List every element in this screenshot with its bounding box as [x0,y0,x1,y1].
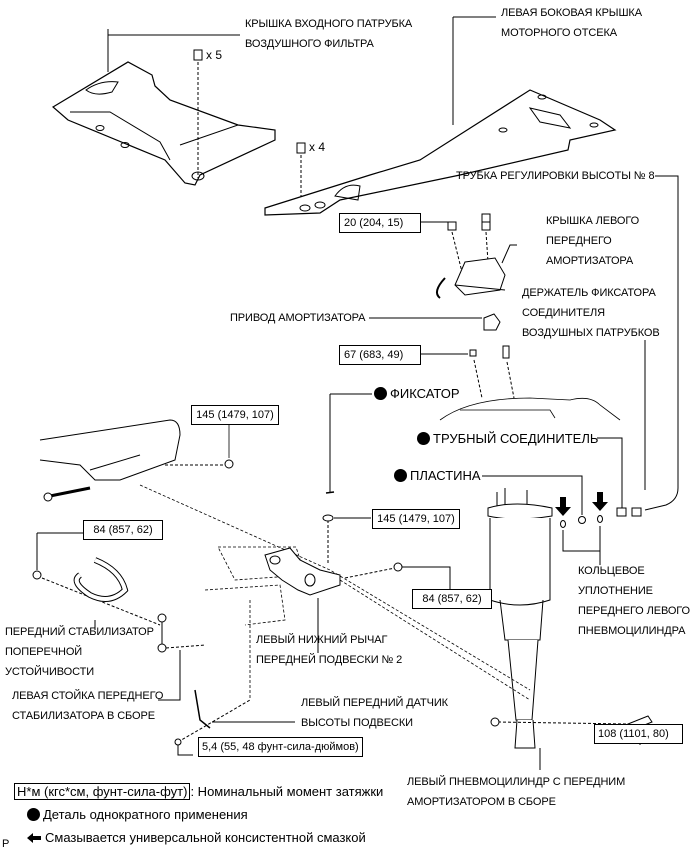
grease-arrow-icon [555,497,571,516]
non-reusable-dot-icon [417,432,430,445]
label-air-filter-inlet-cover: КРЫШКА ВХОДНОГО ПАТРУБКА ВОЗДУШНОГО ФИЛЬ… [245,18,413,50]
front-shock-cover-drawing [420,213,517,299]
shock-actuator-drawing [369,313,501,331]
legend-torque-unit: Н*м (кгс*см, фунт-сила-фут) [14,783,191,800]
label-air-cylinder-assembly: ЛЕВЫЙ ПНЕВМОЦИЛИНДР С ПЕРЕДНИМ АМОРТИЗАТ… [407,776,626,808]
legend-grease: Смазывается универсальной консистентной … [27,829,366,847]
non-reusable-dot-icon [394,469,407,482]
label-clip: ФИКСАТОР [374,385,460,403]
label-front-stabilizer-bar: ПЕРЕДНИЙ СТАБИЛИЗАТОР ПОПЕРЕЧНОЙ УСТОЙЧИ… [5,626,154,678]
torque-sensor-bolt: 5,4 (55, 48 фунт-сила-дюймов) [198,737,363,757]
air-cylinder-drawing [487,488,553,770]
grease-arrow-icon [592,492,608,511]
label-o-ring: КОЛЬЦЕВОЕ УПЛОТНЕНИЕ ПЕРЕДНЕГО ЛЕВОГО ПН… [578,565,690,637]
label-height-sensor: ЛЕВЫЙ ПЕРЕДНИЙ ДАТЧИК ВЫСОТЫ ПОДВЕСКИ [301,697,448,729]
torque-stabilizer-nut-left: 84 (857, 62) [83,520,163,540]
label-height-control-tube: ТРУБКА РЕГУЛИРОВКИ ВЫСОТЫ № 8 [456,170,655,182]
label-stabilizer-link: ЛЕВАЯ СТОЙКА ПЕРЕДНЕГО СТАБИЛИЗАТОРА В С… [12,690,164,722]
torque-arm-nut: 145 (1479, 107) [372,509,460,529]
clip-drawing-x5 [193,49,203,178]
lower-arm-drawing [204,514,451,700]
torque-lower-bolt: 108 (1101, 80) [594,724,683,744]
torque-stabilizer-nut-right: 84 (857, 62) [412,589,492,609]
label-tube-joint: ТРУБНЫЙ СОЕДИНИТЕЛЬ [417,430,598,448]
label-plate: ПЛАСТИНА [394,467,481,485]
legend-torque-desc: : Номинальный момент затяжки [190,784,384,799]
label-shock-actuator: ПРИВОД АМОРТИЗАТОРА [230,312,366,324]
grease-arrows [555,492,608,516]
torque-upper-support-nut: 67 (683, 49) [339,345,421,365]
quantity-x4: x 4 [309,140,326,154]
grease-arrow-icon [27,833,41,843]
label-clip-holder: ДЕРЖАТЕЛЬ ФИКСАТОРА СОЕДИНИТЕЛЯ ВОЗДУШНЫ… [522,287,660,339]
upper-support-nuts-drawing [421,345,621,421]
air-filter-inlet-cover-drawing [51,29,276,186]
non-reusable-dot-icon [374,387,387,400]
legend-non-reusable: Деталь однократного применения [27,806,248,824]
height-sensor-drawing [174,689,295,756]
torque-crossmember-nut: 145 (1479, 107) [191,405,279,425]
corner-mark: P [2,838,10,850]
quantity-x5: x 5 [206,48,223,62]
engine-room-side-cover-drawing [264,16,617,216]
label-engine-room-side-cover: ЛЕВАЯ БОКОВАЯ КРЫШКА МОТОРНОГО ОТСЕКА [501,7,642,39]
label-lower-arm-no2: ЛЕВЫЙ НИЖНИЙ РЫЧАГ ПЕРЕДНЕЙ ПОДВЕСКИ № 2 [256,634,403,666]
stabilizer-drawing [32,532,206,701]
label-front-shock-cover: КРЫШКА ЛЕВОГО ПЕРЕДНЕГО АМОРТИЗАТОРА [546,215,640,267]
legend-torque: Н*м (кгс*см, фунт-сила-фут): Номинальный… [14,783,383,801]
non-reusable-dot-icon [27,808,40,821]
crossmember-drawing [39,419,531,691]
torque-shock-cover-nut: 20 (204, 15) [339,213,421,233]
